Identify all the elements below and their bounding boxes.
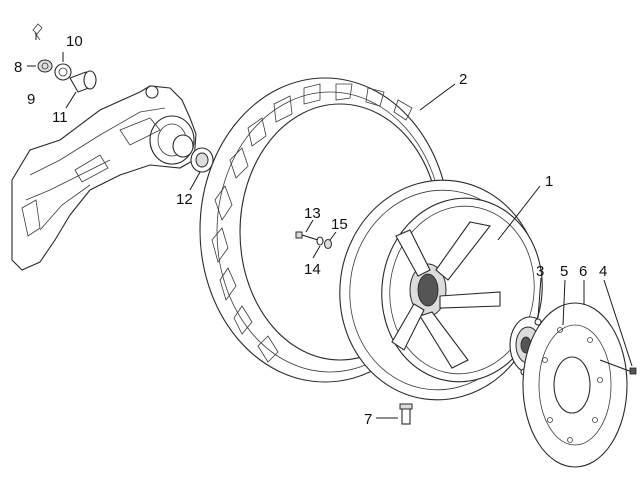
part-6-brake-disc <box>522 302 628 468</box>
callout-1: 1 <box>545 173 553 190</box>
part-12-seal <box>190 147 214 173</box>
callout-9: 9 <box>27 91 35 108</box>
callout-2: 2 <box>459 71 467 88</box>
callout-12: 12 <box>176 191 193 208</box>
part-4-bolt <box>599 359 637 375</box>
rim <box>339 179 543 401</box>
part-8-bolt <box>32 23 43 41</box>
part-13-bolt <box>295 231 319 241</box>
callout-14: 14 <box>304 261 321 278</box>
part-9-nut <box>37 59 53 73</box>
part-15-nut <box>324 239 332 249</box>
callout-15: 15 <box>331 216 348 233</box>
part-10-bearing <box>54 63 72 81</box>
callout-6: 6 <box>579 263 587 280</box>
part-14-washer <box>316 236 324 246</box>
callout-11: 11 <box>52 109 68 126</box>
callout-13: 13 <box>304 205 321 222</box>
callout-7: 7 <box>364 411 372 428</box>
swing-arm <box>11 85 197 271</box>
part-7-valve <box>399 403 413 425</box>
callout-3: 3 <box>536 263 544 280</box>
leader-lines <box>27 34 633 419</box>
callout-4: 4 <box>599 263 607 280</box>
callout-10: 10 <box>66 33 83 50</box>
part-11-spacer <box>69 70 97 93</box>
callout-8: 8 <box>14 59 22 76</box>
callout-5: 5 <box>560 263 568 280</box>
